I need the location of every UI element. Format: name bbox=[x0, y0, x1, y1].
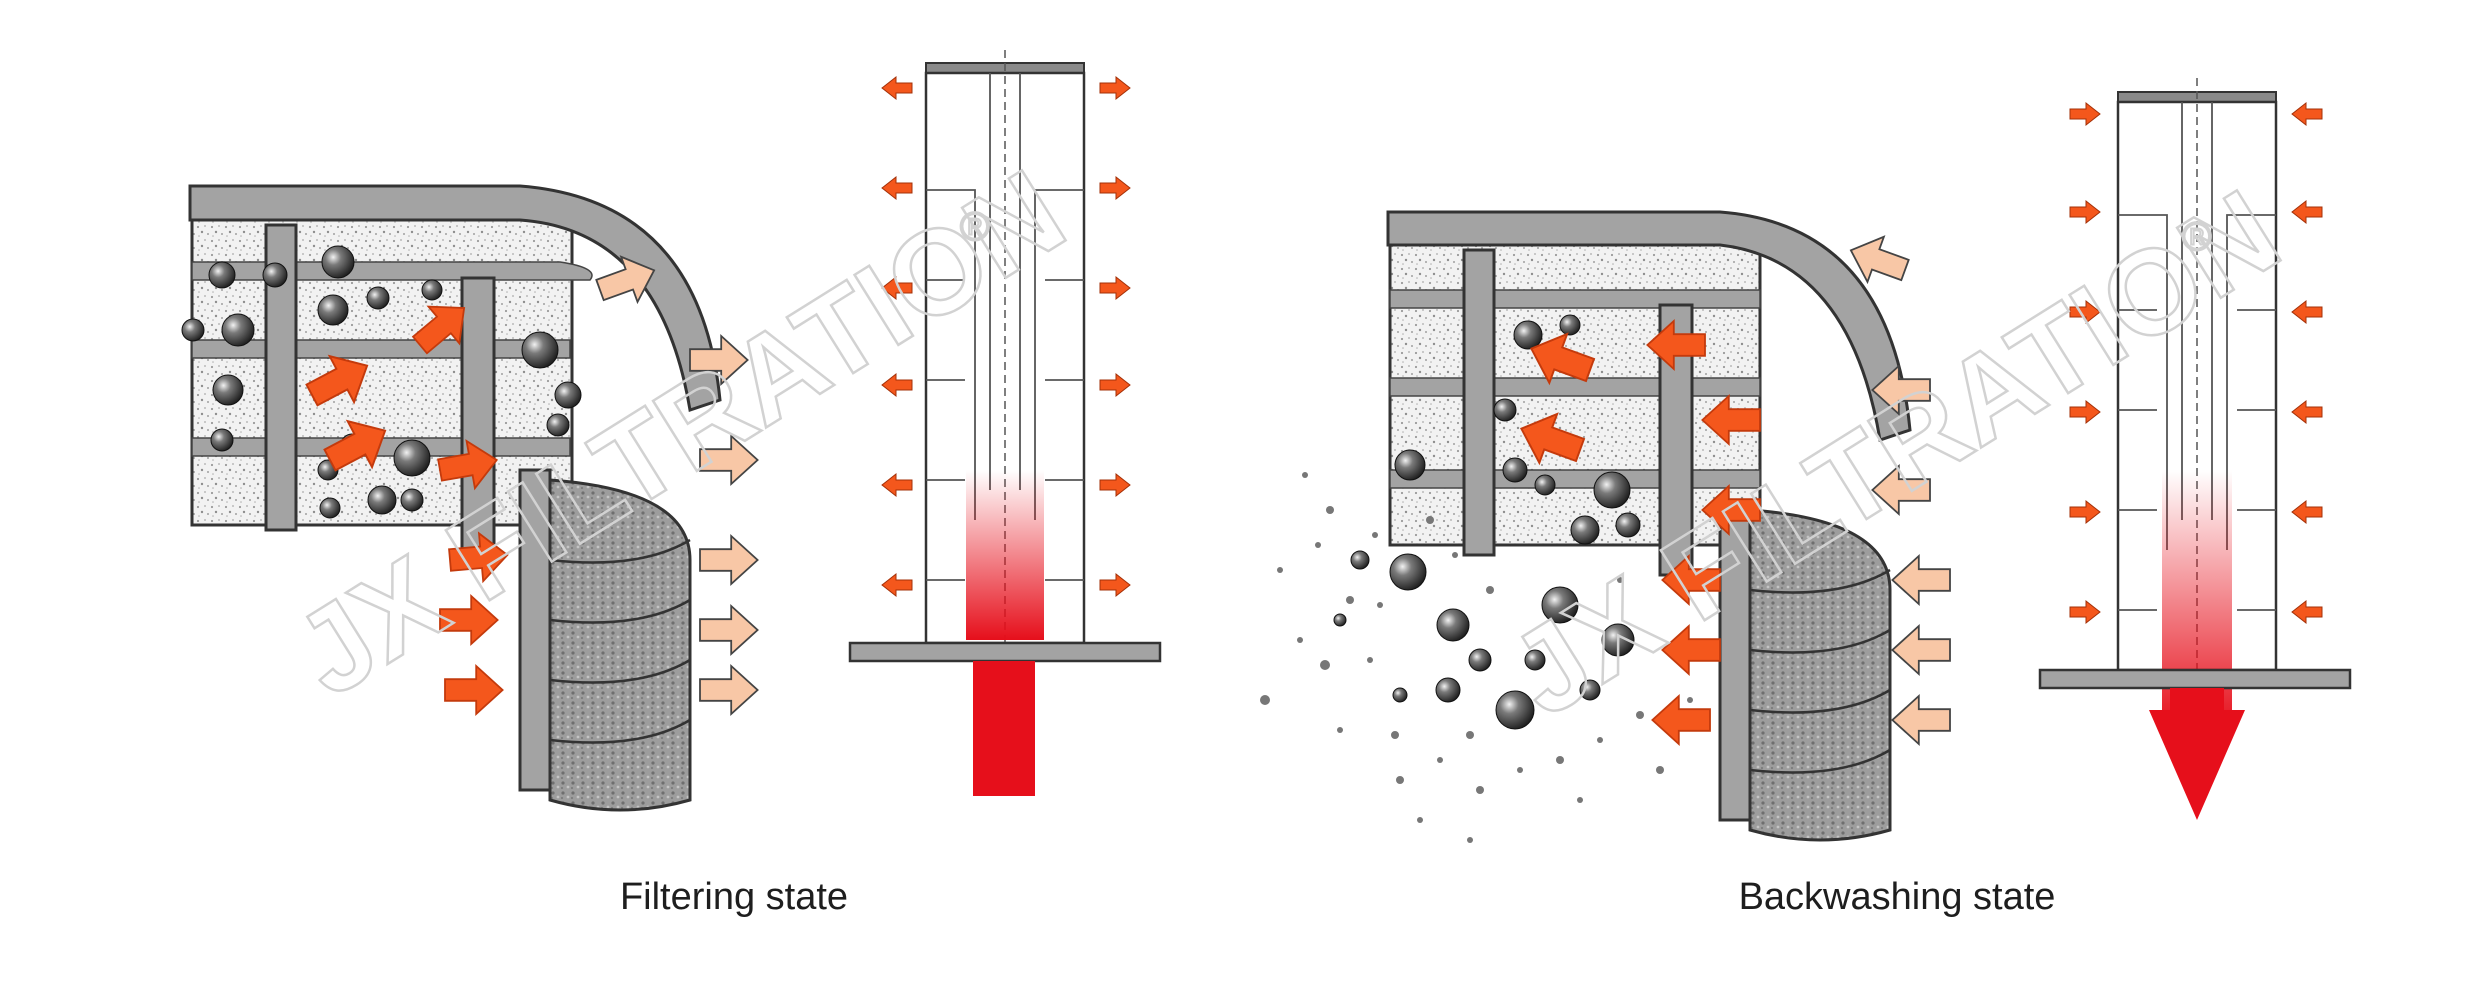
caption-backwashing-state: Backwashing state bbox=[1738, 876, 2056, 918]
filtering-cartridge bbox=[848, 50, 1162, 796]
curved-cap bbox=[188, 184, 722, 412]
outflow-core bbox=[966, 470, 1044, 640]
base-flange bbox=[2038, 668, 2352, 690]
fine-debris bbox=[1260, 472, 1693, 843]
backwashing-cartridge bbox=[2038, 78, 2352, 820]
ejected-particles bbox=[1333, 314, 1641, 730]
svg-text:®: ® bbox=[2182, 215, 2211, 259]
backwashing-cross-section bbox=[1260, 210, 1951, 843]
curved-cap bbox=[1386, 210, 1912, 442]
svg-text:®: ® bbox=[960, 205, 989, 249]
filter-media-block bbox=[190, 203, 574, 527]
caption-filtering-state: Filtering state bbox=[619, 876, 849, 918]
frame-post bbox=[1462, 248, 1496, 557]
wire-wound-coil bbox=[518, 468, 692, 812]
filtering-cross-section bbox=[181, 184, 759, 812]
base-flange bbox=[848, 641, 1162, 663]
outflow-pipe bbox=[973, 661, 1035, 796]
backwash-down-arrow bbox=[2149, 688, 2245, 820]
frame-post bbox=[460, 276, 496, 560]
